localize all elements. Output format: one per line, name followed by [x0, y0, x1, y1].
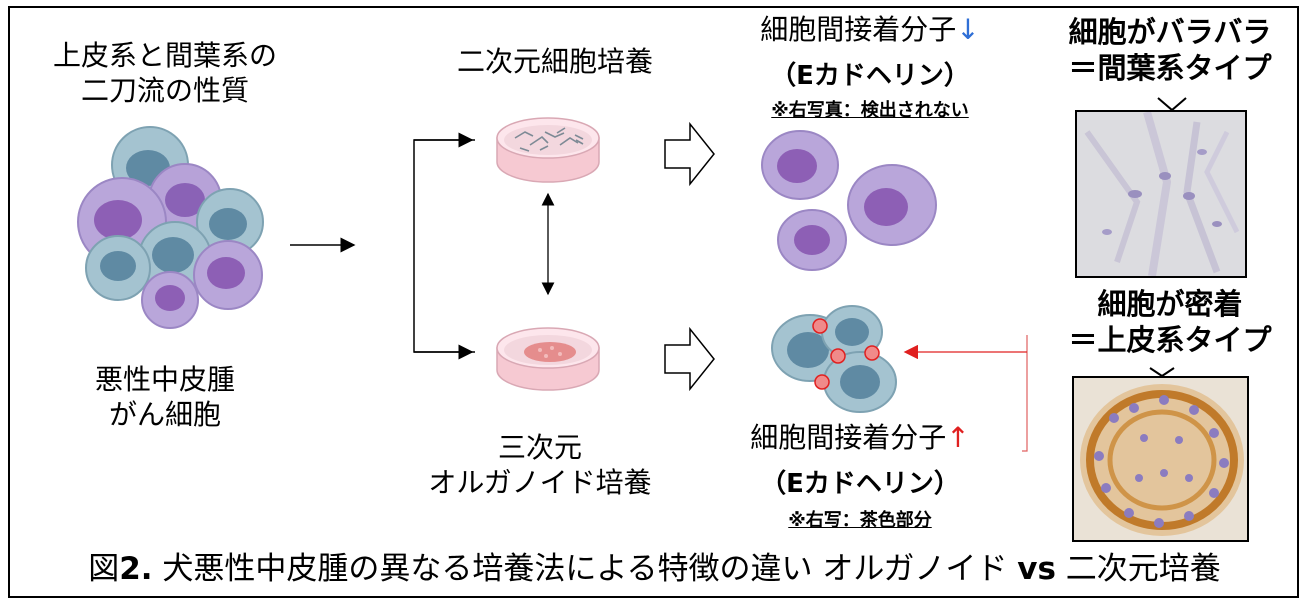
- bottom-result-note: ※右写：茶色部分: [788, 510, 932, 531]
- figure-caption: 図2. 犬悪性中皮腫の異なる培養法による特徴の違い オルガノイド vs 二次元培…: [10, 550, 1299, 589]
- dish-3d: [496, 327, 600, 391]
- culture3d-label-line2: オルガノイド培養: [428, 466, 652, 499]
- left-label-line2: がん細胞: [108, 398, 221, 431]
- culture3d-label-line1: 三次元: [497, 431, 582, 464]
- right-top-line2: ＝間葉系タイプ: [1068, 51, 1272, 86]
- caption-text1: 犬悪性中皮腫の異なる培養法による特徴の違い オルガノイド: [152, 551, 1018, 587]
- top-result-heading: 細胞間接着分子↓: [710, 12, 1030, 47]
- hollow-arrow-top: [664, 121, 715, 187]
- mesenchymal-photo: [1075, 110, 1247, 278]
- hollow-arrow-bottom: [664, 326, 715, 392]
- callout-top: [1157, 97, 1187, 112]
- caption-vs: vs: [1017, 551, 1056, 587]
- arrow-down-icon: ↓: [956, 13, 980, 46]
- caption-text2: 二次元培養: [1055, 551, 1221, 587]
- bottom-result-sub: （Eカドヘリン）: [760, 469, 960, 499]
- left-title-line2: 二刀流の性質: [80, 74, 249, 107]
- dish-2d: [496, 117, 600, 183]
- top-result-heading-text: 細胞間接着分子: [760, 13, 957, 46]
- arrow-up-icon: ↑: [946, 421, 970, 454]
- epithelial-photo: [1072, 376, 1249, 542]
- left-title-line1: 上皮系と間葉系の: [52, 39, 277, 72]
- culture2d-label: 二次元細胞培養: [456, 45, 653, 78]
- attached-cells: [771, 305, 897, 413]
- caption-number: 2.: [119, 551, 153, 587]
- callout-bottom: [1149, 367, 1175, 378]
- cancer-cell-cluster: [77, 126, 264, 329]
- branch-lines: [413, 132, 475, 360]
- bottom-result-heading: 細胞間接着分子↑: [700, 420, 1020, 455]
- right-top-label: 細胞がバラバラ ＝間葉系タイプ: [1040, 14, 1300, 87]
- bottom-result-heading-text: 細胞間接着分子: [750, 421, 947, 454]
- top-result-note: ※右写真：検出されない: [771, 100, 969, 121]
- left-label-line1: 悪性中皮腫: [94, 363, 235, 396]
- caption-prefix: 図: [88, 551, 120, 587]
- left-label: 悪性中皮腫 がん細胞: [20, 362, 310, 432]
- right-bottom-line1: 細胞が密着: [1097, 287, 1243, 321]
- right-top-line1: 細胞がバラバラ: [1068, 15, 1272, 49]
- red-connector-vertical: [1022, 335, 1028, 452]
- right-bottom-label: 細胞が密着 ＝上皮系タイプ: [1040, 286, 1300, 359]
- right-bottom-line2: ＝上皮系タイプ: [1068, 323, 1272, 358]
- left-title: 上皮系と間葉系の 二刀流の性質: [20, 38, 310, 108]
- top-result-sub: （Eカドヘリン）: [770, 61, 970, 91]
- figure-frame: [8, 6, 1299, 598]
- culture3d-label: 三次元 オルガノイド培養: [380, 430, 700, 500]
- separated-cells: [761, 130, 937, 271]
